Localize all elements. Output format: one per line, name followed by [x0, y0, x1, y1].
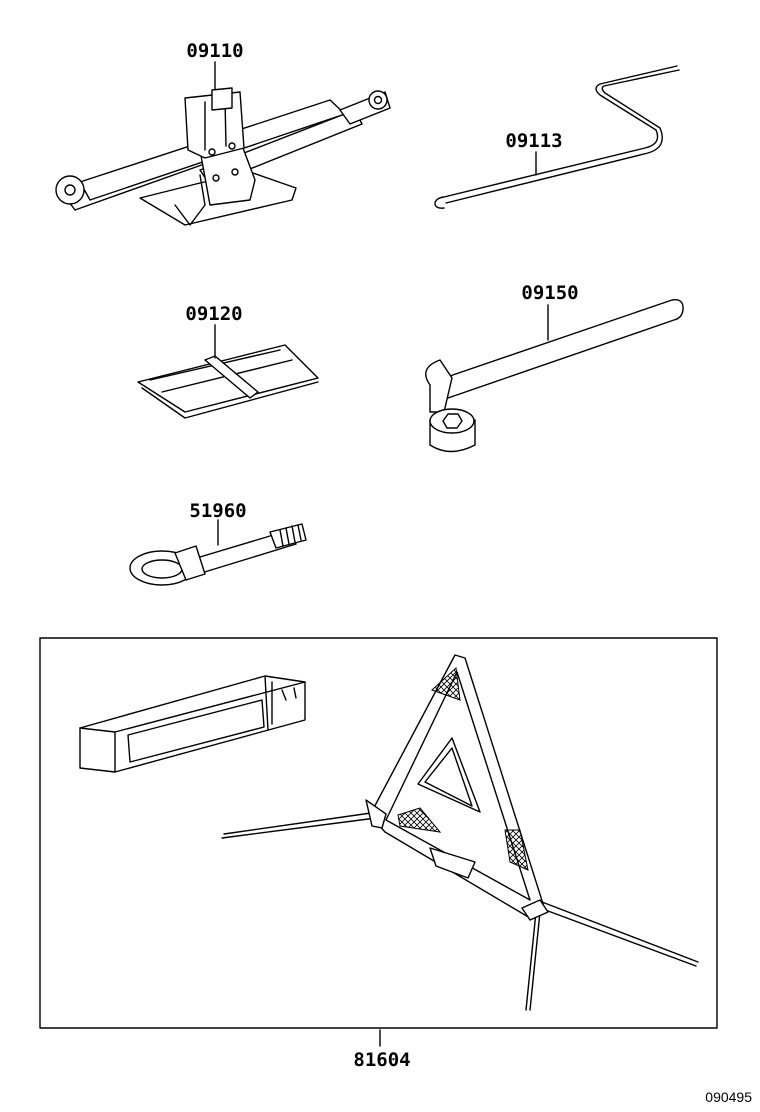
tool-bag-part[interactable]: 09120	[137, 303, 319, 419]
document-id: 090495	[705, 1089, 752, 1105]
part-label-wheel-wrench: 09150	[521, 282, 578, 304]
jack-part[interactable]: 09110	[55, 40, 391, 226]
warning-triangle-kit-part[interactable]: 81604	[39, 637, 718, 1071]
part-label-warning-triangle: 81604	[353, 1049, 410, 1071]
triangle-case	[79, 675, 306, 773]
wheel-wrench-part[interactable]: 09150	[425, 282, 684, 453]
towing-eye-part[interactable]: 51960	[129, 500, 307, 586]
warning-triangle-kit-frame	[39, 637, 718, 1029]
jack-handle-part[interactable]: 09113	[434, 65, 680, 209]
part-label-towing-eye: 51960	[189, 500, 246, 522]
warning-triangle	[221, 654, 699, 1011]
part-label-tool-bag: 09120	[185, 303, 242, 325]
part-label-jack-handle: 09113	[505, 130, 562, 152]
part-label-jack: 09110	[186, 40, 243, 62]
